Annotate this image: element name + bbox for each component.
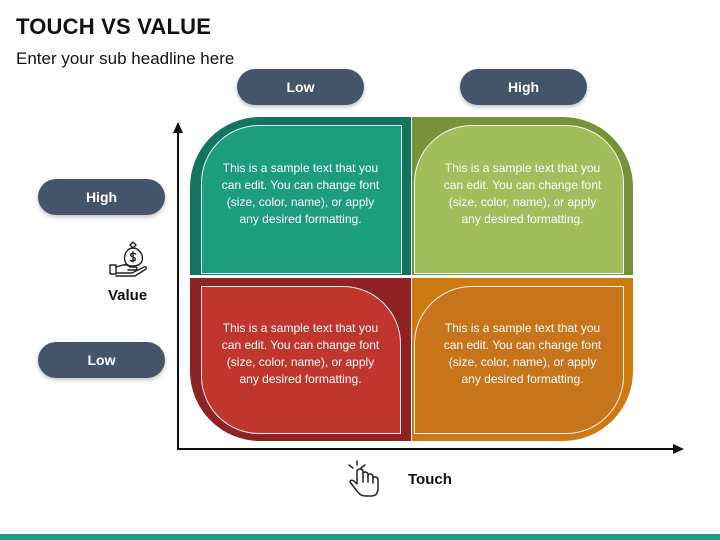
quadrant-top-right-text: This is a sample text that you can edit.…	[443, 161, 602, 226]
money-bag-hand-icon	[109, 241, 147, 277]
quadrant-bottom-left-panel	[201, 286, 401, 434]
quadrant-top-right: This is a sample text that you can edit.…	[412, 117, 633, 275]
pointer-hand-icon	[348, 460, 379, 497]
row-low-label: Low	[38, 342, 165, 378]
x-axis-arrow	[673, 444, 684, 454]
bottom-accent-bar	[0, 534, 720, 540]
quadrant-top-left-panel	[201, 125, 402, 274]
quadrant-bottom-right-text: This is a sample text that you can edit.…	[443, 321, 602, 386]
quadrant-bottom-left-text: This is a sample text that you can edit.…	[221, 321, 380, 386]
slide-title: TOUCH VS VALUE	[16, 14, 212, 39]
quadrant-top-left: This is a sample text that you can edit.…	[190, 117, 411, 275]
column-high-label: High	[460, 69, 587, 105]
quadrant-bottom-left: This is a sample text that you can edit.…	[190, 278, 411, 441]
slide-subtitle: Enter your sub headline here	[16, 49, 235, 68]
x-axis-label: Touch	[408, 471, 452, 488]
y-axis-label: Value	[108, 287, 148, 304]
quadrant-top-left-text: This is a sample text that you can edit.…	[221, 161, 380, 226]
quadrant-bottom-right: This is a sample text that you can edit.…	[412, 278, 633, 441]
y-axis-arrow	[173, 122, 183, 133]
column-low-label: Low	[237, 69, 364, 105]
quadrant-top-right-panel	[414, 125, 624, 274]
row-high-label: High	[38, 179, 165, 215]
quadrant-bottom-right-panel	[414, 286, 624, 434]
